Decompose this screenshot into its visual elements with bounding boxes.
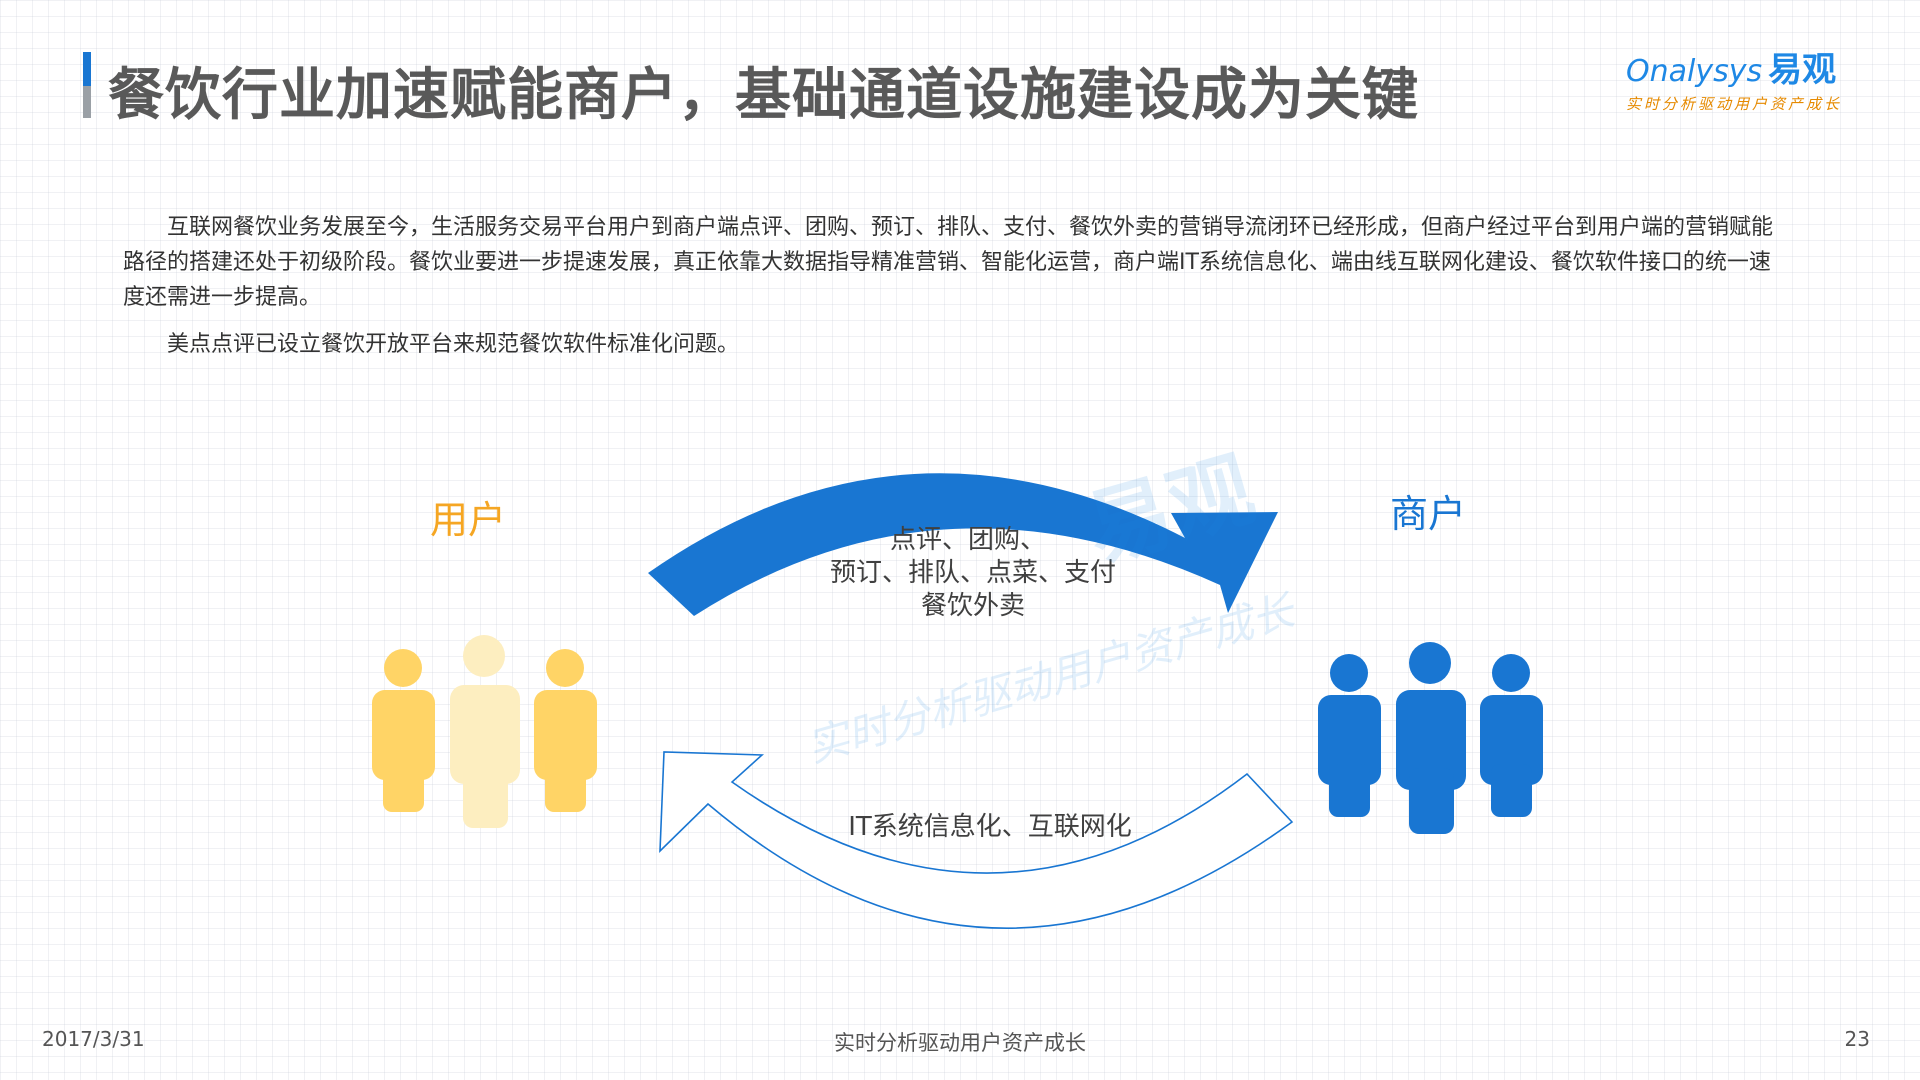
top-flow-arrow xyxy=(648,473,1278,616)
footer-date: 2017/3/31 xyxy=(42,1027,145,1051)
merchant-person-right-icon xyxy=(1480,654,1543,817)
page-title: 餐饮行业加速赋能商户，基础通道设施建设成为关键 xyxy=(108,63,1419,128)
top-flow-line-1: 点评、团购、 xyxy=(890,525,1046,555)
logo-brand-cn: 易观 xyxy=(1768,50,1837,90)
bottom-flow-label: IT系统信息化、互联网化 xyxy=(848,812,1132,842)
bottom-flow-arrow xyxy=(659,751,1294,929)
merchant-group-icon xyxy=(1318,642,1543,834)
logo-slogan: 实时分析驱动用户资产成长 xyxy=(1626,95,1843,113)
user-person-right-icon xyxy=(534,649,597,812)
intro-text: 互联网餐饮业务发展至今，生活服务交易平台用户到商户端点评、团购、预订、排队、支付… xyxy=(123,210,1779,374)
user-person-center-icon xyxy=(450,635,520,828)
watermark-slogan: 实时分析驱动用户资产成长 xyxy=(801,585,1302,772)
logo-brand-latin: nalysys xyxy=(1649,54,1763,89)
user-person-left-icon xyxy=(372,649,435,812)
page-number: 23 xyxy=(1844,1027,1870,1051)
user-label: 用户 xyxy=(430,498,506,542)
user-group-icon xyxy=(372,635,597,828)
merchant-person-center-icon xyxy=(1396,642,1466,834)
intro-paragraph-2: 美点点评已设立餐饮开放平台来规范餐饮软件标准化问题。 xyxy=(167,332,740,357)
merchant-person-left-icon xyxy=(1318,654,1381,817)
top-flow-line-2: 预订、排队、点菜、支付 xyxy=(830,558,1116,588)
intro-paragraph-1: 互联网餐饮业务发展至今，生活服务交易平台用户到商户端点评、团购、预订、排队、支付… xyxy=(123,215,1774,310)
footer-slogan: 实时分析驱动用户资产成长 xyxy=(834,1031,1086,1055)
logo-o-mark: O xyxy=(1626,54,1650,89)
title-accent-bar xyxy=(83,52,91,118)
merchant-label: 商户 xyxy=(1390,492,1466,536)
top-flow-line-3: 餐饮外卖 xyxy=(921,591,1025,621)
